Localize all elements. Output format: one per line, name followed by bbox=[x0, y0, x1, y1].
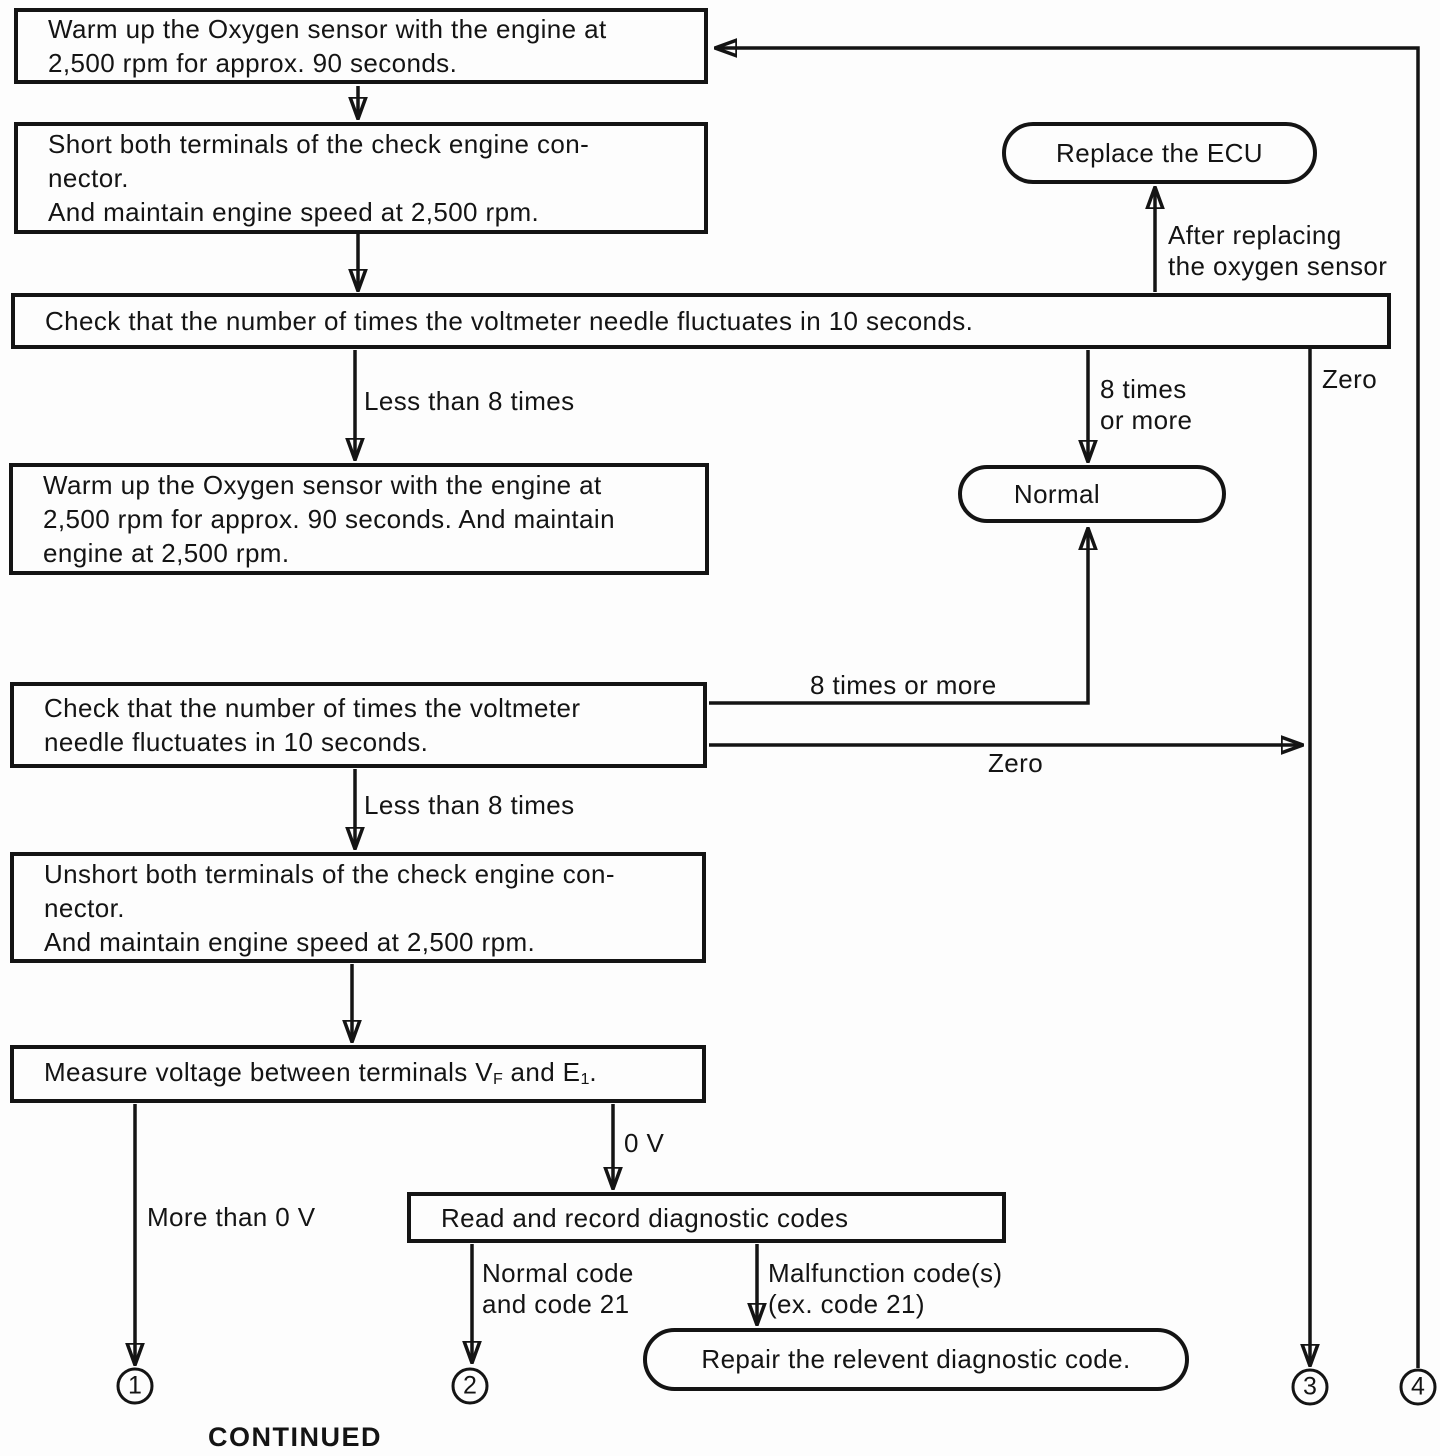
offpage-connector-2: 2 bbox=[451, 1367, 489, 1405]
process-box-short-terminals: Short both terminals of the check engine… bbox=[14, 122, 708, 234]
edge-label-less-than-8-second: Less than 8 times bbox=[364, 790, 575, 820]
edge-label-line: or more bbox=[1100, 405, 1193, 435]
process-box-warmup-1: Warm up the Oxygen sensor with the engin… bbox=[14, 8, 708, 84]
box-text-line: needle fluctuates in 10 seconds. bbox=[44, 727, 429, 757]
edge-label-line: After replacing bbox=[1168, 220, 1342, 250]
box-text-line: Warm up the Oxygen sensor with the engin… bbox=[43, 470, 602, 500]
terminal-normal: Normal bbox=[958, 465, 1226, 523]
box-text-line: Check that the number of times the voltm… bbox=[44, 693, 581, 723]
box-text-line: Short both terminals of the check engine… bbox=[48, 129, 590, 159]
offpage-connector-4: 4 bbox=[1399, 1368, 1437, 1406]
terminal-e1-subscript: 1 bbox=[580, 1070, 590, 1088]
process-box-warmup-2: Warm up the Oxygen sensor with the engin… bbox=[9, 463, 709, 575]
edge-label-line: 8 times bbox=[1100, 374, 1187, 404]
process-box-unshort-terminals: Unshort both terminals of the check engi… bbox=[10, 852, 706, 963]
offpage-connector-3: 3 bbox=[1291, 1368, 1329, 1406]
edge-label-line: Normal code bbox=[482, 1258, 634, 1288]
box-text-line: And maintain engine speed at 2,500 rpm. bbox=[44, 926, 536, 957]
edge-label-less-than-8-first: Less than 8 times bbox=[364, 386, 575, 416]
terminal-label: Repair the relevent diagnostic code. bbox=[701, 1344, 1131, 1374]
box-text-line: nector. bbox=[48, 163, 129, 193]
edge-label-normal-code: Normal code and code 21 bbox=[482, 1258, 634, 1320]
edge-label-malfunction-code: Malfunction code(s) (ex. code 21) bbox=[768, 1258, 1002, 1320]
box-text-line: Unshort both terminals of the check engi… bbox=[44, 858, 615, 889]
box-text-line: Read and record diagnostic codes bbox=[441, 1202, 849, 1233]
offpage-connector-1: 1 bbox=[116, 1367, 154, 1405]
process-box-check-fluctuation-1: Check that the number of times the voltm… bbox=[11, 293, 1391, 349]
edge-label-0v: 0 V bbox=[624, 1128, 665, 1158]
terminal-vf-subscript: F bbox=[493, 1070, 503, 1088]
edge-label-line: and code 21 bbox=[482, 1289, 630, 1319]
box-text-line: 2,500 rpm for approx. 90 seconds. bbox=[48, 48, 458, 78]
edge-label-after-replacing: After replacing the oxygen sensor bbox=[1168, 220, 1387, 282]
box-text-line: Check that the number of times the voltm… bbox=[45, 306, 974, 336]
edge-label-more-than-0v: More than 0 V bbox=[147, 1202, 316, 1232]
edge-label-8-times-or-more-first: 8 times or more bbox=[1100, 374, 1192, 436]
box-text-line: And maintain engine speed at 2,500 rpm. bbox=[48, 197, 540, 227]
box-text-line: 2,500 rpm for approx. 90 seconds. And ma… bbox=[43, 504, 615, 534]
edge-label-zero-first: Zero bbox=[1322, 364, 1378, 394]
continued-label: CONTINUED bbox=[208, 1422, 382, 1452]
terminal-label: Normal bbox=[1013, 478, 1101, 509]
process-box-read-codes: Read and record diagnostic codes bbox=[407, 1192, 1006, 1243]
edge-label-8-times-or-more-second: 8 times or more bbox=[810, 670, 997, 700]
measure-text-prefix: Measure voltage between terminals V bbox=[44, 1057, 494, 1087]
edge-label-line: (ex. code 21) bbox=[768, 1289, 925, 1319]
terminal-replace-ecu: Replace the ECU bbox=[1002, 122, 1317, 184]
box-text-line: engine at 2,500 rpm. bbox=[43, 538, 290, 568]
terminal-label: Replace the ECU bbox=[1056, 137, 1263, 168]
box-text-line: nector. bbox=[44, 892, 125, 923]
process-box-measure-voltage: Measure voltage between terminals VF and… bbox=[10, 1045, 706, 1103]
box-text-line: Measure voltage between terminals VF and… bbox=[44, 1055, 694, 1093]
edge-label-line: Malfunction code(s) bbox=[768, 1258, 1003, 1288]
terminal-repair-code: Repair the relevent diagnostic code. bbox=[643, 1328, 1189, 1391]
measure-text-mid: and E bbox=[502, 1057, 581, 1087]
edge-label-zero-second: Zero bbox=[988, 748, 1044, 778]
box-text-line: Warm up the Oxygen sensor with the engin… bbox=[48, 14, 607, 44]
edge-label-line: the oxygen sensor bbox=[1168, 251, 1388, 281]
measure-text-suffix: . bbox=[589, 1057, 598, 1087]
process-box-check-fluctuation-2: Check that the number of times the voltm… bbox=[10, 682, 707, 768]
